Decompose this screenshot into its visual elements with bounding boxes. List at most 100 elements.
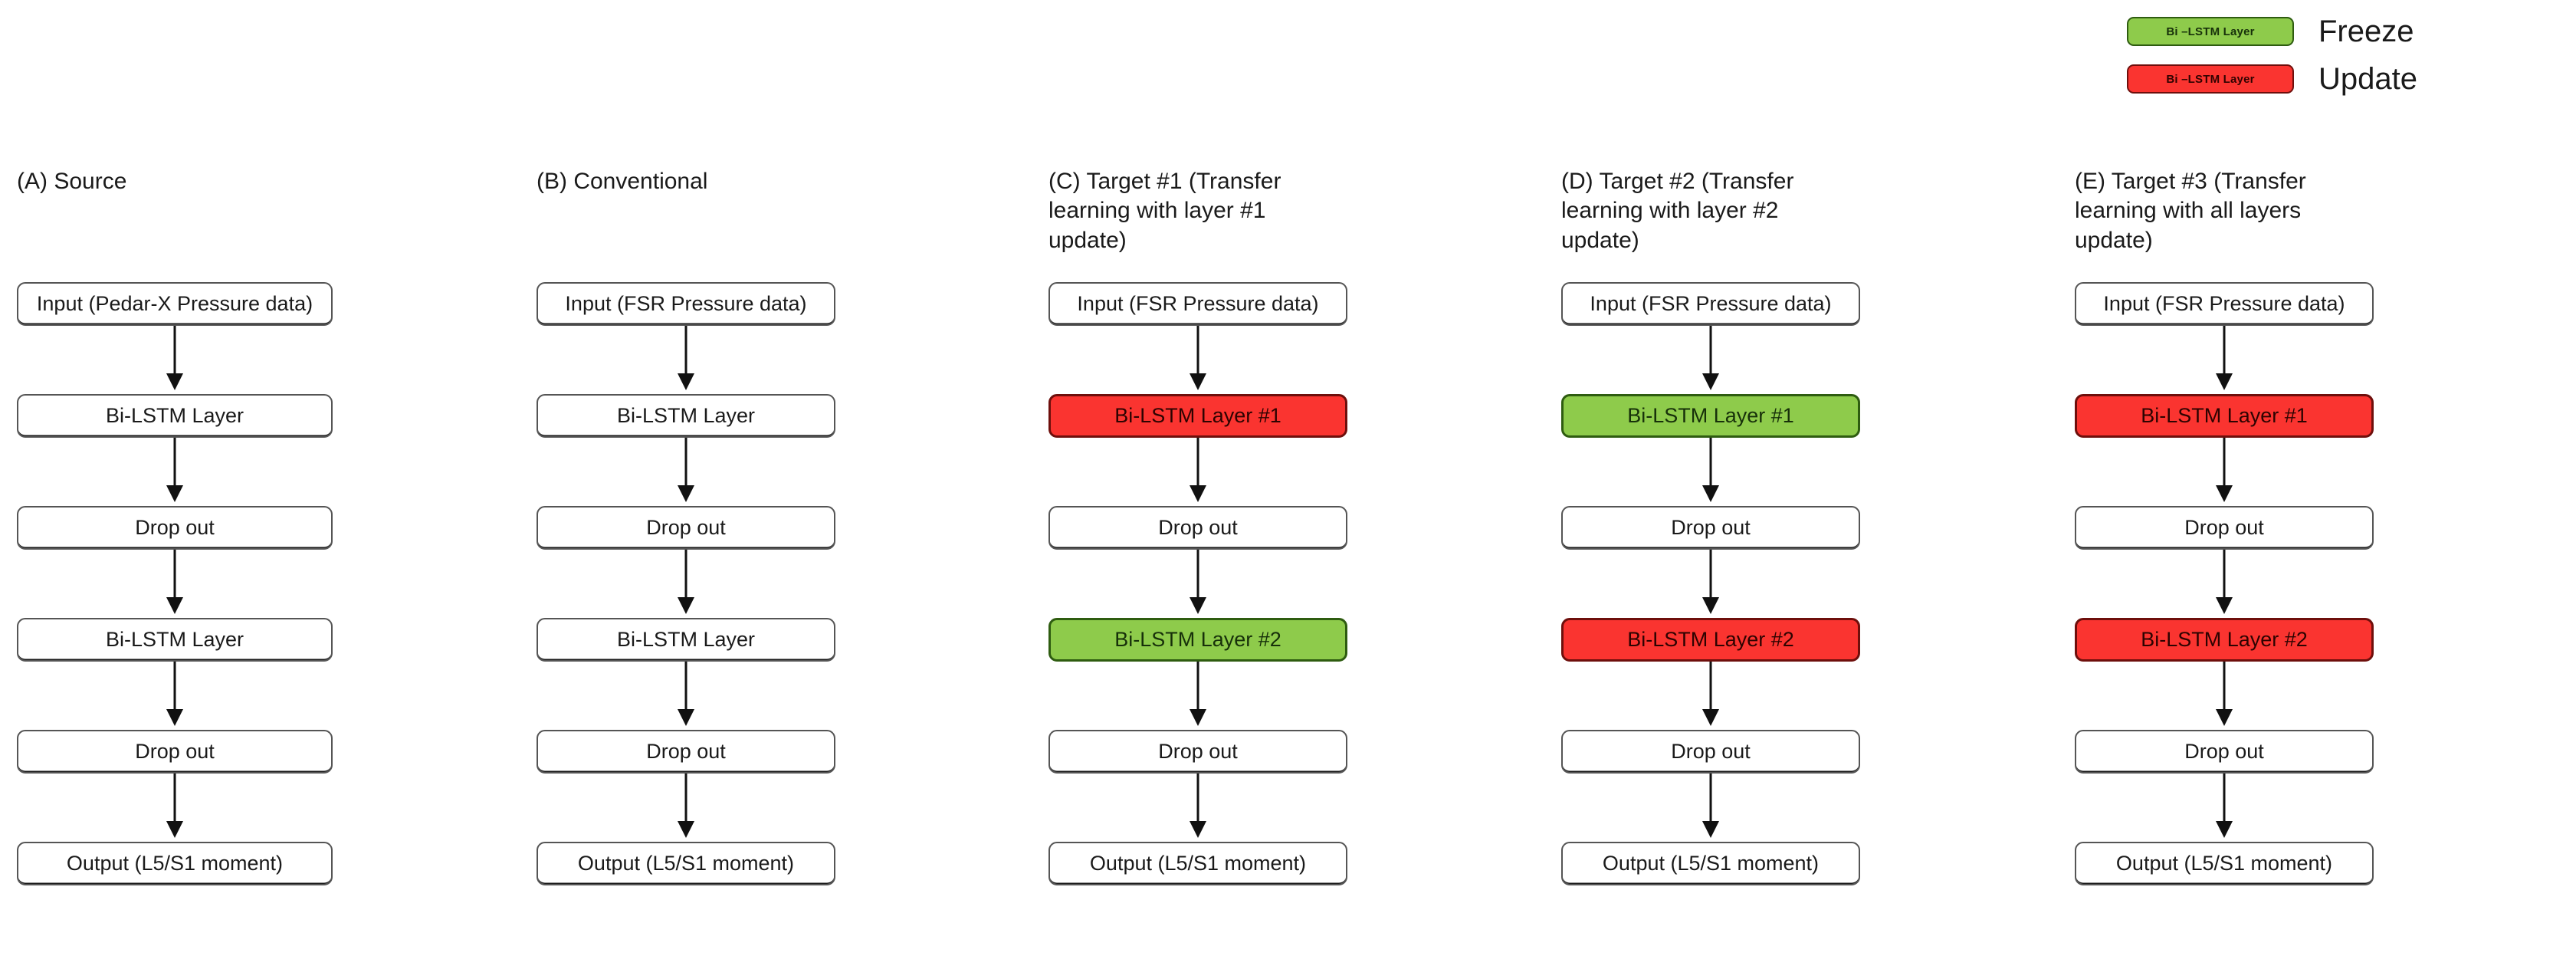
flow-node: Input (FSR Pressure data) — [2075, 282, 2374, 326]
arrow-connector — [17, 438, 333, 506]
legend-chip-update: Bi –LSTM Layer — [2127, 64, 2294, 94]
arrow-head-icon — [2216, 709, 2233, 726]
column-c-flow: Input (FSR Pressure data) Bi-LSTM Layer #… — [1048, 282, 1347, 885]
arrow-stem — [1196, 326, 1199, 381]
flow-node: Drop out — [17, 506, 333, 550]
arrow-connector — [2075, 774, 2374, 842]
arrow-connector — [1561, 438, 1860, 506]
legend-chip-freeze: Bi –LSTM Layer — [2127, 17, 2294, 46]
flow-node: Output (L5/S1 moment) — [2075, 842, 2374, 885]
arrow-head-icon — [1190, 709, 1206, 726]
arrow-connector — [1048, 662, 1347, 730]
arrow-head-icon — [1190, 373, 1206, 390]
flow-node: Drop out — [1048, 730, 1347, 774]
legend-item-update: Bi –LSTM Layer Update — [2127, 55, 2556, 103]
arrow-stem — [684, 662, 687, 717]
column-a-title: (A) Source — [17, 169, 127, 194]
arrow-head-icon — [678, 597, 694, 614]
column-d-flow: Input (FSR Pressure data)Bi-LSTM Layer #… — [1561, 282, 1860, 885]
flow-node: Drop out — [537, 506, 835, 550]
flow-node: Drop out — [2075, 730, 2374, 774]
arrow-connector — [17, 662, 333, 730]
arrow-connector — [537, 774, 835, 842]
arrow-stem — [2223, 326, 2226, 381]
arrow-stem — [173, 326, 176, 381]
flow-node: Bi-LSTM Layer — [17, 394, 333, 438]
arrow-stem — [684, 438, 687, 493]
arrow-connector — [537, 550, 835, 618]
arrow-connector — [1561, 550, 1860, 618]
flow-node: Drop out — [1561, 730, 1860, 774]
arrow-stem — [173, 662, 176, 717]
arrow-head-icon — [678, 821, 694, 838]
arrow-head-icon — [1190, 485, 1206, 502]
column-e-target3: (E) Target #3 (Transfer learning with al… — [2075, 0, 2374, 969]
column-b-conventional: (B) Conventional Input (FSR Pressure dat… — [537, 0, 835, 969]
arrow-stem — [1709, 438, 1712, 493]
flow-node: Bi-LSTM Layer #2 — [1561, 618, 1860, 662]
flow-node: Drop out — [17, 730, 333, 774]
column-a-source: (A) Source Input (Pedar-X Pressure data)… — [17, 0, 333, 969]
flow-node: Bi-LSTM Layer #2 — [1048, 618, 1347, 662]
arrow-stem — [173, 774, 176, 829]
arrow-head-icon — [2216, 373, 2233, 390]
arrow-connector — [2075, 326, 2374, 394]
legend: Bi –LSTM Layer Freeze Bi –LSTM Layer Upd… — [2127, 8, 2556, 103]
flow-node: Bi-LSTM Layer — [537, 618, 835, 662]
arrow-stem — [173, 550, 176, 605]
arrow-head-icon — [1190, 597, 1206, 614]
arrow-connector — [1048, 326, 1347, 394]
arrow-head-icon — [2216, 485, 2233, 502]
arrow-stem — [684, 774, 687, 829]
flow-node: Drop out — [1561, 506, 1860, 550]
arrow-connector — [17, 326, 333, 394]
arrow-connector — [1048, 774, 1347, 842]
flow-node: Bi-LSTM Layer #1 — [1048, 394, 1347, 438]
arrow-stem — [173, 438, 176, 493]
flow-node: Drop out — [2075, 506, 2374, 550]
column-e-title: (E) Target #3 (Transfer learning with al… — [2075, 169, 2306, 253]
arrow-head-icon — [166, 709, 183, 726]
arrow-head-icon — [166, 597, 183, 614]
flow-node: Bi-LSTM Layer #1 — [2075, 394, 2374, 438]
column-d-target2: (D) Target #2 (Transfer learning with la… — [1561, 0, 1860, 969]
arrow-stem — [1196, 550, 1199, 605]
flow-node: Output (L5/S1 moment) — [17, 842, 333, 885]
arrow-stem — [684, 326, 687, 381]
arrow-stem — [2223, 438, 2226, 493]
arrow-connector — [1561, 326, 1860, 394]
arrow-head-icon — [1702, 597, 1719, 614]
arrow-connector — [537, 438, 835, 506]
arrow-connector — [2075, 662, 2374, 730]
arrow-connector — [537, 662, 835, 730]
arrow-head-icon — [1702, 485, 1719, 502]
arrow-connector — [1561, 662, 1860, 730]
arrow-connector — [1048, 438, 1347, 506]
flow-node: Bi-LSTM Layer — [537, 394, 835, 438]
arrow-head-icon — [166, 373, 183, 390]
flow-node: Output (L5/S1 moment) — [537, 842, 835, 885]
legend-item-freeze: Bi –LSTM Layer Freeze — [2127, 8, 2556, 55]
arrow-head-icon — [1702, 373, 1719, 390]
arrow-head-icon — [678, 373, 694, 390]
arrow-head-icon — [1702, 709, 1719, 726]
arrow-head-icon — [1702, 821, 1719, 838]
arrow-connector — [1048, 550, 1347, 618]
arrow-connector — [537, 326, 835, 394]
arrow-connector — [1561, 774, 1860, 842]
flow-node: Input (FSR Pressure data) — [1048, 282, 1347, 326]
column-b-title: (B) Conventional — [537, 169, 708, 194]
flow-node: Bi-LSTM Layer — [17, 618, 333, 662]
column-c-title: (C) Target #1 (Transfer learning with la… — [1048, 169, 1281, 253]
arrow-stem — [1709, 326, 1712, 381]
arrow-stem — [1196, 662, 1199, 717]
column-a-flow: Input (Pedar-X Pressure data)Bi-LSTM Lay… — [17, 282, 333, 885]
arrow-head-icon — [1190, 821, 1206, 838]
column-e-flow: Input (FSR Pressure data) Bi-LSTM Layer #… — [2075, 282, 2374, 885]
arrow-stem — [1709, 662, 1712, 717]
flow-node: Drop out — [1048, 506, 1347, 550]
legend-label-freeze: Freeze — [2318, 15, 2414, 48]
arrow-stem — [1196, 774, 1199, 829]
arrow-head-icon — [678, 485, 694, 502]
